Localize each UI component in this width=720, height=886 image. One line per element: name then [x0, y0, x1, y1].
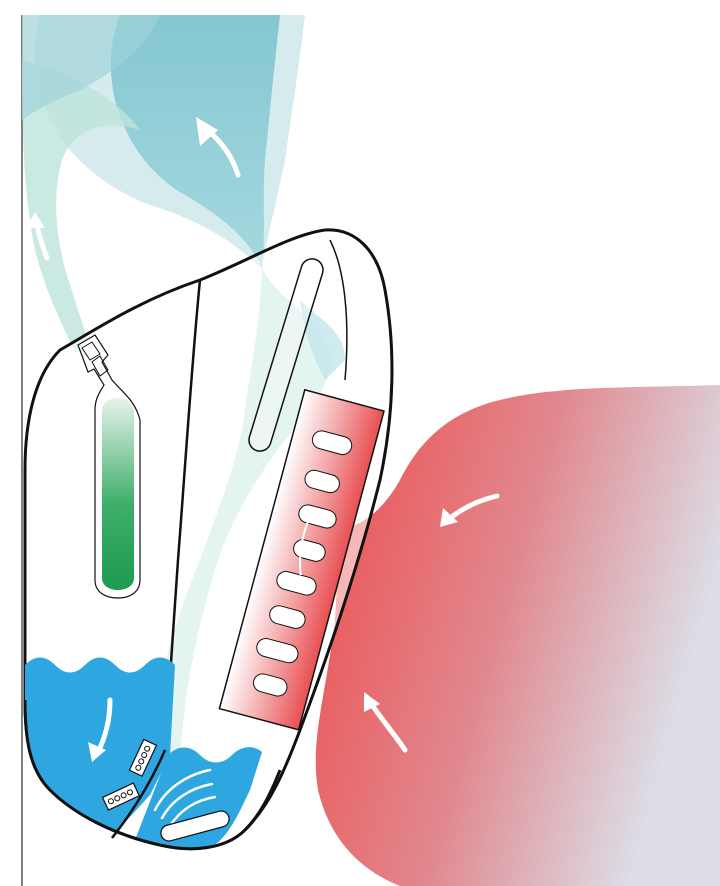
channel-arrow-upper-icon — [218, 620, 221, 668]
vapor-plume-teal — [111, 15, 280, 268]
